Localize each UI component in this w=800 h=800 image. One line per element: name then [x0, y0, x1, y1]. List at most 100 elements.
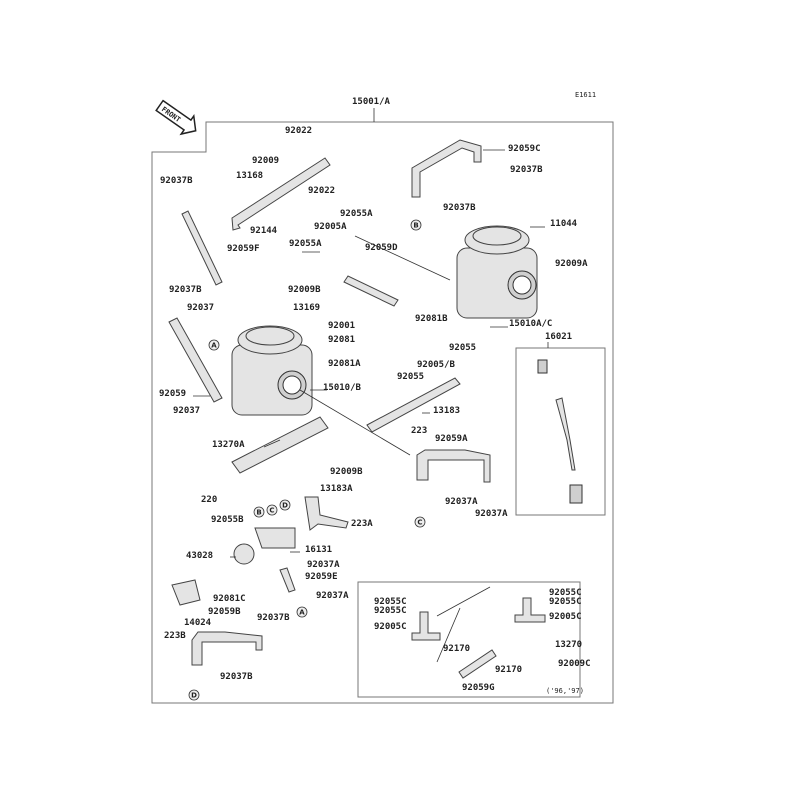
assembly-label: 15001/A — [352, 97, 391, 107]
part-number-label[interactable]: 92055C — [549, 597, 582, 607]
part-number-label[interactable]: 92037 — [173, 406, 200, 416]
diaphragm-43028 — [233, 543, 255, 565]
part-number-label[interactable]: 92037B — [257, 613, 290, 623]
reference-marker-letter: C — [269, 507, 274, 515]
part-number-label[interactable]: 13168 — [236, 171, 263, 181]
reference-marker-letter: A — [299, 609, 305, 617]
diagram-code: E1611 — [575, 91, 596, 99]
part-number-label[interactable]: 15010A/C — [509, 319, 552, 329]
part-number-label[interactable]: 92081A — [328, 359, 361, 369]
reference-marker-letter: D — [282, 502, 288, 510]
part-number-label[interactable]: 92037B — [443, 203, 476, 213]
part-number-label[interactable]: 92055A — [289, 239, 322, 249]
part-number-label[interactable]: 223B — [164, 631, 186, 641]
part-number-label[interactable]: 92037B — [220, 672, 253, 682]
part-number-label[interactable]: 92059C — [508, 144, 541, 154]
part-number-label[interactable]: 92170 — [495, 665, 522, 675]
part-number-label[interactable]: 11044 — [550, 219, 578, 229]
part-number-label[interactable]: 43028 — [186, 551, 213, 561]
part-number-label[interactable]: 223 — [411, 426, 427, 436]
part-number-label[interactable]: 92055C — [374, 597, 407, 607]
hose-92059g — [458, 649, 497, 679]
part-number-label[interactable]: 92022 — [308, 186, 335, 196]
part-number-label[interactable]: 92009B — [330, 467, 363, 477]
part-number-label[interactable]: 92037B — [160, 176, 193, 186]
part-number-label[interactable]: 92081C — [213, 594, 246, 604]
part-number-label[interactable]: 220 — [201, 495, 217, 505]
part-number-label[interactable]: 92059B — [208, 607, 241, 617]
part-number-label[interactable]: 92009 — [252, 156, 279, 166]
part-number-label[interactable]: 15010/B — [323, 383, 362, 393]
part-number-label[interactable]: 92009A — [555, 259, 588, 269]
assembly-frame — [151, 121, 614, 704]
part-number-label[interactable]: 92037B — [510, 165, 543, 175]
part-number-label[interactable]: 92059A — [435, 434, 468, 444]
part-number-label[interactable]: 92037A — [307, 560, 340, 570]
part-number-label[interactable]: 92001 — [328, 321, 355, 331]
part-number-label[interactable]: 92059D — [365, 243, 398, 253]
part-number-label[interactable]: 92005C — [374, 622, 407, 632]
part-number-label[interactable]: 13169 — [293, 303, 320, 313]
tee-fitting-right — [514, 597, 546, 623]
part-number-label[interactable]: 92037A — [475, 509, 508, 519]
hose-92059b — [191, 631, 263, 666]
part-number-label[interactable]: 13183A — [320, 484, 353, 494]
part-number-label[interactable]: 92055B — [211, 515, 244, 525]
reference-marker-letter: A — [211, 342, 217, 350]
reference-marker-circle — [414, 516, 426, 528]
part-number-label[interactable]: 92037 — [187, 303, 214, 313]
part-number-label[interactable]: 16131 — [305, 545, 332, 555]
reference-marker-circle — [296, 606, 308, 618]
part-number-label[interactable]: 92081 — [328, 335, 355, 345]
part-number-label[interactable]: 16021 — [545, 332, 572, 342]
part-number-label[interactable]: 92059 — [159, 389, 186, 399]
part-number-label[interactable]: 223A — [351, 519, 373, 529]
part-number-label[interactable]: 92055C — [374, 606, 407, 616]
reference-marker-circle — [410, 219, 422, 231]
part-number-label[interactable]: 92059E — [305, 572, 338, 582]
part-number-label[interactable]: 92037B — [169, 285, 202, 295]
year-variant-box — [357, 581, 581, 698]
part-number-label[interactable]: 14024 — [184, 618, 212, 628]
throttle-bracket — [231, 157, 331, 231]
reference-marker-letter: D — [191, 692, 197, 700]
part-number-label[interactable]: 92005C — [549, 612, 582, 622]
hose-92059c — [411, 139, 482, 198]
part-number-label[interactable]: 92059G — [462, 683, 495, 693]
part-number-label[interactable]: 92059F — [227, 244, 260, 254]
part-number-label[interactable]: 92009B — [288, 285, 321, 295]
tee-fitting-left — [411, 611, 441, 641]
part-number-label[interactable]: 92037A — [445, 497, 478, 507]
part-number-label[interactable]: 92055 — [397, 372, 424, 382]
cover-14024 — [171, 579, 201, 606]
part-number-label[interactable]: 92005A — [314, 222, 347, 232]
reference-marker-circle — [279, 499, 291, 511]
reference-marker-letter: C — [417, 519, 422, 527]
part-number-label[interactable]: 13270 — [555, 640, 582, 650]
part-number-label[interactable]: 92055A — [340, 209, 373, 219]
reference-marker-circle — [253, 506, 265, 518]
part-number-label[interactable]: 92170 — [443, 644, 470, 654]
part-number-label[interactable]: 92144 — [250, 226, 278, 236]
part-number-label[interactable]: 92037A — [316, 591, 349, 601]
choke-cable — [555, 397, 576, 471]
part-number-label[interactable]: 92081B — [415, 314, 448, 324]
part-number-label[interactable]: 92055C — [549, 588, 582, 598]
part-number-label[interactable]: 92022 — [285, 126, 312, 136]
reference-marker-circle — [188, 689, 200, 701]
hose-92059 — [168, 317, 223, 403]
part-number-label[interactable]: 92005/B — [417, 360, 456, 370]
reference-marker-circle — [208, 339, 220, 351]
bracket-13183a — [304, 496, 349, 531]
carburetor-left — [231, 325, 313, 416]
part-number-label[interactable]: 92055 — [449, 343, 476, 353]
hose-92059f — [181, 210, 223, 286]
link-13183 — [366, 377, 461, 433]
hose-92059e — [279, 567, 296, 593]
part-number-label[interactable]: 13183 — [433, 406, 460, 416]
choke-knob — [569, 484, 583, 504]
part-number-label[interactable]: 13270A — [212, 440, 245, 450]
part-number-label[interactable]: 92009C — [558, 659, 591, 669]
